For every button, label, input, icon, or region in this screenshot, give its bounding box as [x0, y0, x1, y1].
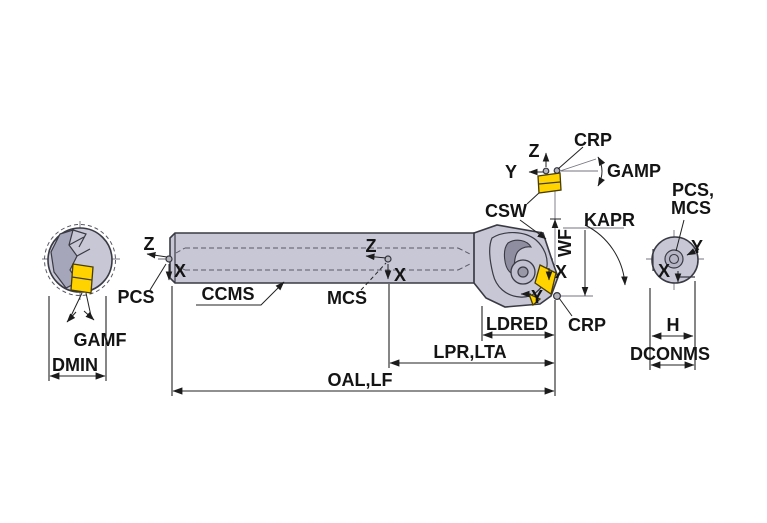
- main-side-view: Z X Z X MCS CCMS CSW X Y CRP WF: [144, 176, 635, 335]
- y-axis-right: [686, 248, 700, 256]
- pcs-mcs-leader: [675, 219, 685, 252]
- dconms-label: DCONMS: [630, 344, 710, 364]
- z-left-label: Z: [144, 234, 155, 254]
- gamf-arrow-left: [66, 311, 77, 323]
- gamp-label: GAMP: [607, 161, 661, 181]
- bore-dashed-circle: [44, 224, 116, 296]
- csw-leader-up: [526, 191, 541, 205]
- x-right-label: X: [658, 261, 670, 281]
- clamp-outline: [489, 232, 548, 298]
- crp-top-leader: [557, 146, 584, 170]
- gamp-angle-line: [559, 158, 597, 172]
- clamp-lever: [503, 239, 533, 274]
- y-head-label: Y: [531, 287, 543, 307]
- ccms-label: CCMS: [202, 284, 255, 304]
- wf-label: WF: [555, 229, 575, 257]
- z-mid-label: Z: [366, 236, 377, 256]
- y-right-label: Y: [691, 237, 703, 257]
- pcs-mcs-label-2: MCS: [671, 198, 711, 218]
- clamp-screw-center: [517, 266, 529, 278]
- z-axis-mid: [365, 253, 387, 261]
- section-screw-center: [668, 253, 680, 265]
- csw-label: CSW: [485, 201, 527, 221]
- mcs-label: MCS: [327, 288, 367, 308]
- crp-top-label: CRP: [574, 130, 612, 150]
- h-label: H: [667, 315, 680, 335]
- length-dimensions: LDRED LPR,LTA OAL,LF: [171, 284, 556, 396]
- csw-leader-down: [519, 219, 547, 240]
- gamf-arrow-right: [83, 310, 95, 321]
- front-view-left: GAMF DMIN PCS: [42, 221, 167, 381]
- crp-bottom-label: CRP: [568, 315, 606, 335]
- kapr-label: KAPR: [584, 210, 635, 230]
- gamp-arc: [597, 156, 606, 187]
- bar-shank: [169, 232, 478, 284]
- oal-label: OAL,LF: [328, 370, 393, 390]
- y-top-label: Y: [505, 162, 517, 182]
- x-head-label: X: [555, 262, 567, 282]
- right-end-view: PCS, MCS Y X H DCONMS: [630, 180, 714, 370]
- ccms-leader: [196, 281, 285, 306]
- pcs-mcs-label-1: PCS,: [672, 180, 714, 200]
- mcs-leader: [360, 262, 387, 291]
- ldred-label: LDRED: [486, 314, 548, 334]
- dmin-label: DMIN: [52, 355, 98, 375]
- lpr-label: LPR,LTA: [433, 342, 506, 362]
- kapr-arc: [584, 224, 628, 286]
- mcs-origin-point: [384, 255, 392, 263]
- top-insert-view: Z Y CRP GAMP: [505, 130, 661, 194]
- pcs-left-label: PCS: [117, 287, 154, 307]
- crp-leader: [558, 297, 573, 317]
- x-mid-label: X: [394, 265, 406, 285]
- crp-point: [552, 292, 561, 301]
- z-axis-left: [146, 251, 168, 259]
- gamf-label: GAMF: [74, 330, 127, 350]
- pcs-origin-point: [165, 255, 173, 263]
- crp-point-top-1: [542, 167, 550, 175]
- insert-side-lower: [527, 292, 542, 307]
- z-top-label: Z: [529, 141, 540, 161]
- section-screw: [664, 249, 684, 269]
- x-left-label: X: [174, 261, 186, 281]
